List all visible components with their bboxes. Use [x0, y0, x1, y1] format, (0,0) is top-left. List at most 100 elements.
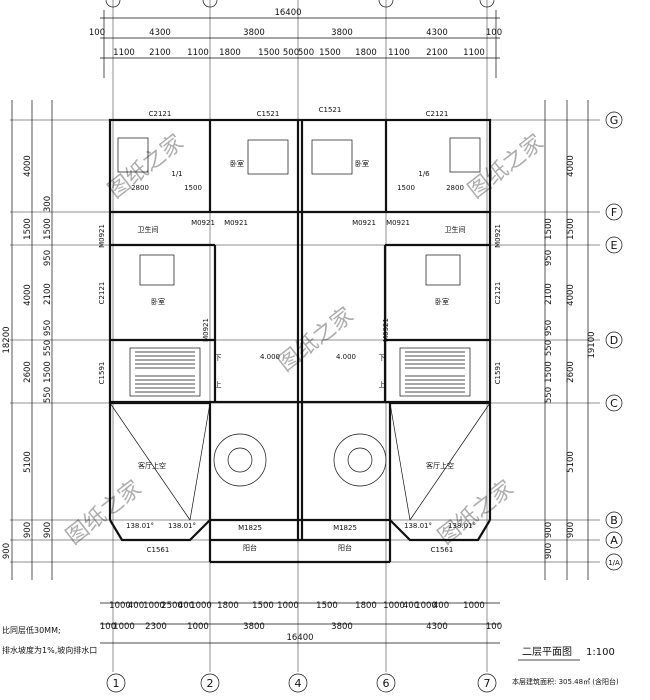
level-mark: 4.000	[336, 353, 356, 361]
bottom-dim-2-4: 3800	[243, 622, 265, 632]
top-dim-3-9: 1100	[388, 48, 410, 58]
window-label: C2121	[149, 110, 172, 118]
bottom-dim-2-0: 100	[100, 622, 116, 632]
right-outer-2: 4000	[566, 284, 576, 306]
axis-label-6: 6	[383, 677, 390, 690]
bottom-dim-2-7: 100	[486, 622, 502, 632]
stair-up: 上	[379, 380, 386, 389]
callout: 2800	[131, 184, 149, 192]
room-labels: 卧室 卧室 卧室 卧室 卫生间 卫生间 客厅上空 客厅上空 阳台 阳台 下 上 …	[138, 159, 466, 552]
top-dim-2-0: 100	[89, 28, 105, 38]
right-dimensions: 19100 4000 1500 4000 2600 5100 900 1500 …	[544, 100, 597, 580]
axis-label-C: C	[610, 397, 618, 410]
right-seg-9: 900	[544, 522, 554, 538]
axis-label-B: B	[610, 514, 618, 527]
window-label: C1561	[147, 546, 170, 554]
notes: 比同层低30MM; 排水坡度为1%,坡向排水口	[2, 625, 97, 655]
sofa-sets	[213, 433, 387, 487]
left-seg-2: 300	[43, 196, 53, 212]
right-outer-0: 4000	[566, 155, 576, 177]
bottom-overall-dim: 16400	[286, 633, 313, 643]
right-outer-5: 900	[566, 522, 576, 538]
angle-label: 138.01°	[448, 522, 476, 530]
axis-bubbles-right: G F E D C B A 1/A	[605, 111, 623, 571]
callout: 1/6	[418, 170, 430, 178]
room-label-bedroom: 卧室	[151, 297, 165, 306]
bottom-dimensions: 16400 1000 400 1000 2500 400 1000 1800 1…	[100, 601, 502, 644]
angle-label: 138.01°	[126, 522, 154, 530]
window-label: C2121	[426, 110, 449, 118]
bottom-dim-1-4: 400	[178, 601, 194, 611]
bottom-dim-1-3: 2500	[161, 601, 183, 611]
door-label: M0921	[98, 224, 106, 248]
door-label: M0921	[352, 219, 376, 227]
stair-down: 下	[215, 354, 222, 362]
axis-label-1A: 1/A	[608, 559, 620, 567]
bottom-dim-2-5: 3800	[331, 622, 353, 632]
bottom-dim-1-11: 1000	[383, 601, 405, 611]
bed-icons	[117, 137, 481, 286]
top-dim-3-1: 2100	[149, 48, 171, 58]
staircase-right	[399, 347, 471, 397]
bottom-dim-2-2: 2300	[145, 622, 167, 632]
top-dim-2-3: 3800	[331, 28, 353, 38]
left-seg-4: 2100	[43, 283, 53, 305]
angle-label: 138.01°	[168, 522, 196, 530]
bottom-dim-1-14: 400	[433, 601, 449, 611]
room-label-bedroom: 卧室	[435, 297, 449, 306]
area-note: 本层建筑面积: 305.48㎡ (含阳台)	[512, 677, 619, 686]
left-overall-dim: 18200	[2, 326, 12, 353]
right-seg-2: 950	[544, 250, 554, 266]
left-seg-5: 950	[43, 320, 53, 336]
top-dim-3-4: 1500	[258, 48, 280, 58]
room-label-bath: 卫生间	[445, 225, 466, 234]
axis-bubbles-top	[105, 0, 495, 8]
left-seg-1: 1500	[43, 218, 53, 240]
door-label: M1825	[238, 524, 262, 532]
top-dim-3-2: 1100	[187, 48, 209, 58]
drawing-scale: 1:100	[586, 647, 615, 658]
right-outer-1: 1500	[566, 218, 576, 240]
right-overall-dim: 19100	[587, 331, 597, 358]
bottom-dim-1-1: 400	[128, 601, 144, 611]
bottom-dim-2-1: 1000	[113, 622, 135, 632]
window-label: C2121	[494, 282, 502, 305]
callouts: 1/1 1/6 2800 1500 1500 2800 138.01° 138.…	[126, 170, 476, 530]
axis-label-D: D	[610, 334, 618, 347]
door-label: M0921	[386, 219, 410, 227]
top-dimensions: 16400 100 4300 3800 3800 4300 100 1100 2…	[89, 8, 502, 78]
top-dim-2-5: 100	[486, 28, 502, 38]
room-label-balcony: 阳台	[338, 543, 352, 552]
bottom-dim-2-6: 4300	[426, 622, 448, 632]
right-outer-4: 5100	[566, 451, 576, 473]
watermark: 图纸之家	[464, 130, 549, 204]
top-dim-3-8: 1800	[355, 48, 377, 58]
note-line-2: 排水坡度为1%,坡向排水口	[2, 645, 97, 655]
right-seg-1: 1500	[544, 218, 554, 240]
bottom-dim-1-9: 1500	[316, 601, 338, 611]
watermark: 图纸之家	[434, 476, 519, 550]
door-label: M0921	[202, 318, 210, 342]
bottom-dim-1-6: 1800	[217, 601, 239, 611]
right-seg-6: 1500	[544, 361, 554, 383]
bottom-dim-1-2: 1000	[143, 601, 165, 611]
axis-bubbles-bottom: 1 2 4 6 7	[106, 673, 497, 693]
axis-label-2: 2	[207, 677, 214, 690]
staircase-left	[129, 347, 201, 397]
door-label: M0921	[191, 219, 215, 227]
left-seg-8: 550	[43, 387, 53, 403]
bottom-dim-1-5: 1000	[190, 601, 212, 611]
left-outer-5: 900	[23, 522, 33, 538]
room-label-bath: 卫生间	[138, 225, 159, 234]
watermark: 图纸之家	[104, 130, 189, 204]
axis-label-1: 1	[113, 677, 120, 690]
top-dim-3-3: 1800	[219, 48, 241, 58]
opening-labels: C2121 C1521 C1521 C2121 C2121 C2121 C159…	[98, 106, 502, 554]
top-dim-3-5: 500	[283, 48, 299, 58]
door-label: M1825	[333, 524, 357, 532]
bottom-dim-1-7: 1500	[252, 601, 274, 611]
bottom-dim-1-8: 1000	[277, 601, 299, 611]
left-outer-1: 1500	[23, 218, 33, 240]
bottom-dim-1-12: 400	[403, 601, 419, 611]
